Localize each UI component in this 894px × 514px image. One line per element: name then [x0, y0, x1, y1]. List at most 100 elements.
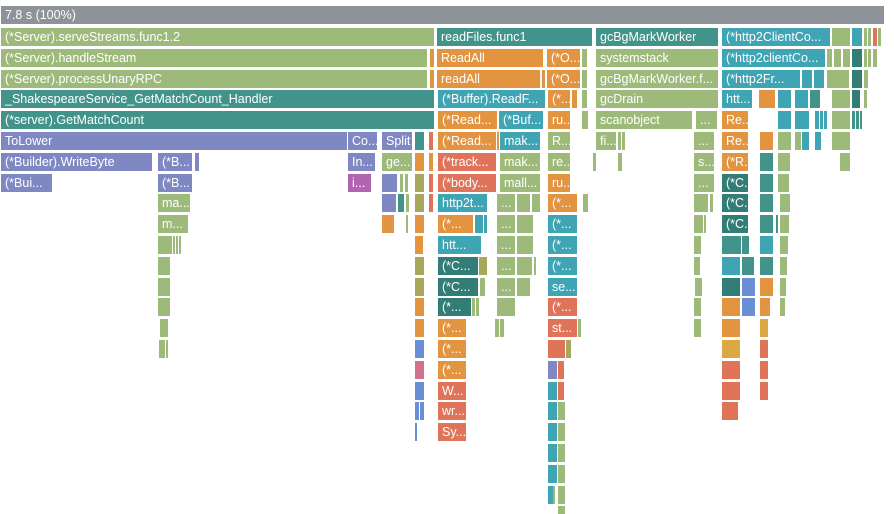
flame-cell[interactable]	[760, 215, 773, 233]
flame-cell[interactable]: Sy...	[438, 423, 466, 441]
flame-cell[interactable]: (*http2Fr...	[722, 70, 800, 88]
flame-cell[interactable]	[722, 278, 740, 296]
flame-cell[interactable]: scanobject	[596, 111, 692, 129]
flame-cell[interactable]	[780, 236, 788, 254]
flame-cell[interactable]	[710, 194, 713, 212]
flame-cell[interactable]: gcBgMarkWorker	[596, 28, 718, 46]
flame-cell[interactable]	[517, 257, 532, 275]
flame-cell[interactable]: systemstack	[596, 49, 718, 67]
flame-cell[interactable]	[475, 215, 483, 233]
flame-cell[interactable]	[429, 194, 433, 212]
flame-cell[interactable]: (*...	[438, 215, 473, 233]
flame-cell[interactable]	[553, 486, 555, 504]
flame-cell[interactable]: ...	[694, 174, 714, 192]
flame-cell[interactable]: ru...	[548, 111, 570, 129]
flame-cell[interactable]	[472, 298, 475, 316]
flame-cell[interactable]	[160, 319, 168, 337]
flame-cell[interactable]	[802, 132, 809, 150]
flame-cell[interactable]	[843, 49, 850, 67]
flame-cell[interactable]	[558, 402, 565, 420]
flame-cell[interactable]	[195, 153, 199, 171]
flame-cell[interactable]	[873, 49, 877, 67]
flame-cell[interactable]: Re...	[722, 132, 748, 150]
flame-cell[interactable]	[415, 278, 424, 296]
flame-cell[interactable]: (*...	[548, 194, 577, 212]
flame-cell[interactable]	[760, 382, 768, 400]
flame-cell[interactable]	[517, 236, 533, 254]
flame-cell[interactable]	[159, 340, 165, 358]
flame-cell[interactable]	[484, 215, 487, 233]
flame-cell[interactable]	[382, 174, 397, 192]
flame-cell[interactable]	[802, 70, 812, 88]
flame-cell[interactable]	[405, 174, 408, 192]
flame-cell[interactable]	[582, 90, 587, 108]
flame-cell[interactable]	[815, 132, 821, 150]
flame-cell[interactable]: gcBgMarkWorker.f...	[596, 70, 718, 88]
flame-cell[interactable]	[593, 153, 596, 171]
flame-cell[interactable]: ...	[497, 236, 515, 254]
flame-cell[interactable]	[694, 236, 701, 254]
flame-cell[interactable]	[578, 319, 581, 337]
flame-cell[interactable]: (*Builder).WriteByte	[1, 153, 152, 171]
flame-cell[interactable]: W...	[438, 382, 466, 400]
flame-cell[interactable]: (*...	[438, 361, 466, 379]
flame-cell[interactable]	[548, 444, 557, 462]
flame-cell[interactable]	[760, 298, 770, 316]
flame-cell[interactable]: ru...	[548, 174, 570, 192]
flame-cell[interactable]	[760, 361, 768, 379]
flame-cell[interactable]	[814, 70, 824, 88]
flame-cell[interactable]	[176, 236, 178, 254]
flame-cell[interactable]: (*...	[438, 298, 471, 316]
flame-cell[interactable]	[415, 361, 424, 379]
flame-cell[interactable]: (*Server).processUnaryRPC	[1, 70, 427, 88]
flame-cell[interactable]	[722, 382, 740, 400]
flame-cell[interactable]	[694, 194, 708, 212]
flame-cell[interactable]	[778, 153, 790, 171]
flame-cell[interactable]	[742, 257, 754, 275]
flame-cell[interactable]: ...	[696, 111, 717, 129]
flame-cell[interactable]: mall...	[500, 174, 540, 192]
flame-root-cell[interactable]: 7.8 s (100%)	[1, 6, 884, 24]
flame-cell[interactable]: gcDrain	[596, 90, 718, 108]
flame-cell[interactable]	[815, 111, 819, 129]
flame-cell[interactable]	[158, 236, 172, 254]
flame-cell[interactable]	[476, 298, 479, 316]
flame-cell[interactable]: (*...	[548, 298, 577, 316]
flame-cell[interactable]: Re...	[722, 111, 748, 129]
flame-cell[interactable]	[517, 194, 530, 212]
flame-cell[interactable]	[173, 236, 175, 254]
flame-cell[interactable]	[415, 257, 424, 275]
flame-cell[interactable]: (*O...	[547, 49, 580, 67]
flame-cell[interactable]	[694, 298, 701, 316]
flame-cell[interactable]	[415, 194, 424, 212]
flame-cell[interactable]	[852, 49, 862, 67]
flame-cell[interactable]	[415, 132, 424, 150]
flame-cell[interactable]	[406, 194, 409, 212]
flame-cell[interactable]	[429, 153, 433, 171]
flame-cell[interactable]	[878, 28, 881, 46]
flame-cell[interactable]: (*...	[548, 215, 577, 233]
flame-cell[interactable]: (*B...	[158, 174, 192, 192]
flame-cell[interactable]: (*http2clientCo...	[722, 49, 825, 67]
flame-cell[interactable]	[856, 111, 859, 129]
flame-cell[interactable]	[742, 236, 749, 254]
flame-cell[interactable]: (*http2ClientCo...	[722, 28, 830, 46]
flame-cell[interactable]	[759, 90, 775, 108]
flame-cell[interactable]	[415, 319, 424, 337]
flame-cell[interactable]	[780, 298, 785, 316]
flame-cell[interactable]	[722, 402, 738, 420]
flame-cell[interactable]	[400, 174, 403, 192]
flame-cell[interactable]: readFiles.func1	[437, 28, 592, 46]
flame-cell[interactable]	[415, 340, 424, 358]
flame-cell[interactable]	[827, 49, 832, 67]
flame-cell[interactable]: mak...	[500, 153, 540, 171]
flame-cell[interactable]: ma...	[158, 194, 190, 212]
flame-cell[interactable]	[722, 361, 740, 379]
flame-cell[interactable]	[760, 319, 768, 337]
flame-cell[interactable]: (*Read...	[438, 111, 497, 129]
flame-cell[interactable]	[415, 298, 424, 316]
flame-cell[interactable]	[622, 132, 625, 150]
flame-cell[interactable]	[780, 257, 787, 275]
flame-cell[interactable]	[722, 340, 740, 358]
flame-cell[interactable]	[780, 278, 786, 296]
